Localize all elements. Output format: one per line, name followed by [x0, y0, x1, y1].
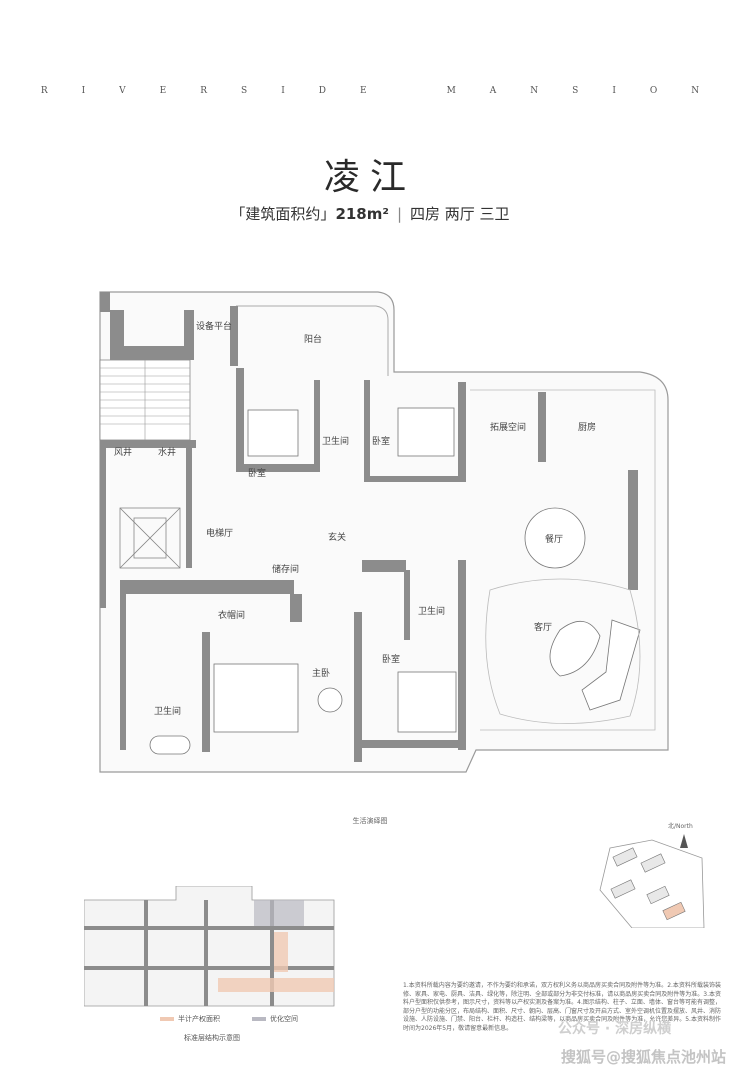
standard-floor-diagram: [84, 886, 335, 1007]
legend: 半计产权面积 优化空间: [160, 1014, 298, 1024]
room-kitchen: 厨房: [578, 421, 596, 433]
room-master-bedroom: 主卧: [312, 667, 330, 679]
room-elevator-hall: 电梯厅: [206, 527, 233, 539]
mini-caption: 标准层结构示意图: [184, 1034, 240, 1042]
sofa: [581, 619, 641, 711]
area-prefix: 「建筑面积约」: [230, 205, 336, 223]
watermark-sohu: 搜狐号@搜狐焦点池州站: [561, 1048, 727, 1066]
room-master-bathroom: 卫生间: [154, 705, 181, 717]
site-buildings: [610, 847, 686, 921]
brand-letter: R: [40, 86, 48, 96]
room-bedroom-3: 卧室: [382, 653, 400, 665]
room-dining: 餐厅: [545, 533, 563, 545]
brand-letter: I: [281, 86, 285, 96]
room-layout: 四房 两厅 三卫: [410, 205, 510, 223]
furniture: [149, 407, 641, 755]
brand-letter: E: [159, 86, 167, 96]
legend-swatch-optimized: [252, 1017, 266, 1021]
room-bedroom-2: 卧室: [372, 435, 390, 447]
stairwell: [99, 359, 191, 441]
dining-table: [524, 507, 586, 569]
legend-item-optimized: 优化空间: [252, 1014, 298, 1024]
legend-swatch-half-area: [160, 1017, 174, 1021]
room-balcony: 阳台: [304, 333, 322, 345]
room-water-shaft: 水井: [158, 446, 176, 458]
unit-subtitle: 「建筑面积约」218m² | 四房 两厅 三卫: [0, 203, 740, 224]
walls: [100, 292, 638, 762]
room-storage: 储存间: [272, 563, 299, 575]
brand-letter: S: [572, 86, 579, 96]
compass-arrow-icon: [680, 834, 688, 848]
site-plan: 北/North: [599, 822, 705, 928]
legend-label-half-area: 半计产权面积: [178, 1015, 220, 1023]
round-table: [317, 687, 343, 713]
room-bedroom-1: 卧室: [248, 467, 266, 479]
watermark-wechat: 公众号 · 深房纵横: [558, 1021, 672, 1037]
bed-3: [397, 671, 457, 733]
bathtub: [149, 735, 191, 755]
legend-label-optimized: 优化空间: [270, 1015, 298, 1023]
half-counted-area: [218, 978, 334, 992]
brand-letter: M: [446, 86, 456, 96]
room-walk-in-closet: 衣帽间: [218, 609, 245, 621]
brand-letter: V: [119, 86, 126, 96]
site-boundary: [599, 839, 705, 928]
disclaimer: 1.本资料所载内容为要约邀请，不作为要约和承诺，双方权利义务以商品房买卖合同及附…: [403, 982, 722, 1032]
brand-letter: A: [489, 86, 497, 96]
brand-letter: I: [81, 86, 86, 96]
elevator-shafts: [119, 507, 181, 569]
compass-label: 北/North: [668, 822, 693, 830]
balcony-rail: [236, 305, 389, 376]
living-rug: [485, 578, 641, 724]
master-bed: [213, 663, 299, 733]
room-expansion-space: 拓展空间: [490, 421, 526, 433]
living-rail: [470, 389, 656, 731]
area-value: 218m²: [335, 205, 389, 223]
brand-letter: E: [359, 86, 367, 96]
brand-letter: O: [649, 86, 658, 96]
brand-letter: D: [318, 86, 326, 96]
plan-caption: 生活演绎图: [352, 817, 388, 825]
brand-letter: S: [241, 86, 248, 96]
optimized-space-area: [254, 900, 304, 926]
bed-2: [397, 407, 455, 457]
room-air-shaft: 风井: [114, 446, 132, 458]
room-bathroom-1: 卫生间: [322, 435, 349, 447]
room-foyer: 玄关: [328, 531, 346, 543]
room-living: 客厅: [534, 621, 552, 633]
room-bathroom-2: 卫生间: [418, 605, 445, 617]
brand-letter: R: [200, 86, 208, 96]
subtitle-separator: |: [396, 205, 403, 223]
floor-plan: 设备平台 阳台 风井 水井 卫生间 卧室 卧室 拓展空间 厨房 电梯厅 玄关 储…: [99, 291, 669, 773]
brand-letter: N: [691, 86, 700, 96]
legend-item-half-area: 半计产权面积: [160, 1014, 220, 1024]
room-equipment-platform: 设备平台: [196, 320, 232, 332]
bed-1: [247, 409, 299, 457]
lounge-chair: [549, 621, 601, 677]
unit-title: 凌江: [323, 157, 416, 198]
brand-letter: N: [530, 86, 539, 96]
brand-letter: I: [612, 86, 616, 96]
half-counted-area-2: [274, 932, 288, 972]
